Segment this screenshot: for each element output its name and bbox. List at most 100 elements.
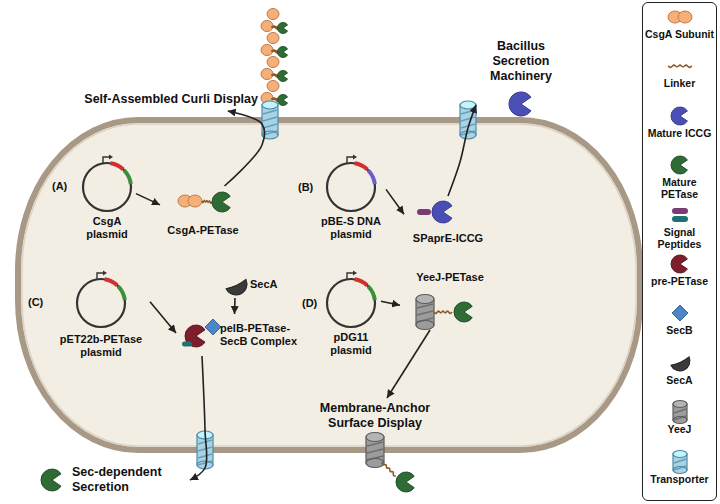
legend-text: Mature PETase: [645, 176, 715, 200]
curli-subunit: [267, 81, 279, 92]
enzyme-icon: [432, 201, 452, 223]
legend-sample: [645, 253, 715, 275]
flow-arrow: [136, 194, 160, 205]
transporter: [460, 101, 476, 139]
secretion-node: Bacillus Secretion Machinery: [476, 36, 566, 120]
panel-letter: (B): [298, 181, 313, 194]
seca-motor: [226, 279, 251, 298]
linker: [434, 311, 452, 313]
display-heading: Membrane-Anchor Surface Display: [317, 401, 433, 431]
panel-letter: (D): [302, 297, 317, 310]
part-label: pET22b-PETase plasmid: [54, 333, 148, 359]
enzyme-icon: [671, 255, 687, 273]
petase-icon: [277, 23, 287, 34]
seca-motor: [670, 357, 692, 375]
protein-node: YeeJ-PETase: [400, 268, 500, 330]
legend-sample: [645, 6, 715, 28]
enzyme-icon: [454, 302, 472, 322]
part-label: CsgA-PETase: [162, 224, 244, 237]
secretion-node: Sec-dependent Secretion: [30, 460, 190, 500]
enzyme-icon: [41, 469, 61, 491]
display-node: Membrane-Anchor Surface Display: [315, 398, 435, 498]
legend-sample: [645, 55, 715, 77]
curli-subunit: [267, 33, 279, 44]
legend-sample: [645, 451, 715, 473]
curli-subunit: [267, 9, 279, 20]
flow-arrow: [381, 301, 400, 305]
legend-text: CsgA Subunit: [645, 28, 715, 40]
legend-text: SecB: [645, 324, 715, 336]
inner-membrane: [22, 124, 636, 446]
secb-chaperone: [205, 319, 221, 335]
plasmid-ring: [77, 271, 127, 328]
legend-text: Mature ICCG: [645, 127, 715, 139]
panel-letter: (C): [28, 296, 43, 309]
flow-arrow: [190, 356, 207, 480]
secretion-heading: Sec-dependent Secretion: [72, 465, 188, 495]
protein-label: SPaprE-ICCG: [406, 232, 490, 245]
legend-text: Linker: [645, 77, 715, 89]
legend-sample: [645, 204, 715, 226]
csga-subunit: [178, 195, 202, 207]
legend-entry: SecA: [643, 352, 716, 386]
display-heading: Self-Assembled Curli Display: [47, 92, 258, 107]
petase-icon: [277, 47, 287, 58]
panel-letter: (A): [52, 180, 67, 193]
legend-entry: Linker: [643, 55, 716, 89]
legend-entry: SecB: [643, 302, 716, 336]
enzyme-icon: [671, 156, 687, 174]
petase-icon: [277, 95, 287, 106]
enzyme-icon: [396, 472, 414, 492]
legend-text: SecA: [645, 374, 715, 386]
flow-arrow: [386, 189, 404, 214]
protein-label: YeeJ-PETase: [402, 271, 498, 284]
protein-node: pelB-PETase-SecB Complex: [176, 314, 306, 356]
signal-peptide: [417, 209, 431, 215]
protein-node: SecA: [218, 270, 286, 298]
legend-panel: CsgA SubunitLinkerMature ICCG Mature PETa…: [642, 2, 717, 501]
plasmid-ring: [327, 155, 377, 212]
plasmid-node: CsgA plasmid: [78, 160, 136, 244]
part-label: CsgA plasmid: [80, 215, 134, 241]
yeej-barrel: [416, 295, 434, 330]
legend-entry: Mature PETase: [643, 154, 716, 200]
protein-node: SPaprE-ICCG: [404, 196, 492, 248]
display-node: Self-Assembled Curli Display: [45, 87, 260, 111]
flow-arrow: [448, 105, 476, 196]
legend-text: YeeJ: [645, 423, 715, 435]
flow-arrow: [234, 298, 236, 314]
plasmid-ring: [327, 271, 377, 328]
enzyme-icon: [212, 192, 230, 212]
transporter: [673, 450, 687, 473]
plasmid-ring: [83, 155, 133, 212]
part-label: pBE-S DNA plasmid: [318, 215, 384, 241]
legend-entry: Transporter: [643, 451, 716, 485]
plasmid-node: pDG11 plasmid: [321, 276, 381, 360]
flow-arrow: [387, 330, 430, 398]
legend-text: Signal Peptides: [645, 226, 715, 250]
plasmid-node: pET22b-PETase plasmid: [52, 276, 150, 362]
linker: [202, 200, 212, 203]
legend-sample: [645, 401, 715, 423]
legend-text: pre-PETase: [645, 275, 715, 287]
curli-subunit: [267, 57, 279, 68]
legend-entry: YeeJ: [643, 401, 716, 435]
csga-subunit: [668, 11, 692, 23]
plasmid-node: pBE-S DNA plasmid: [316, 160, 386, 244]
petase-icon: [277, 71, 287, 82]
protein-node: CsgA-PETase: [160, 186, 246, 240]
signal-peptide: [182, 342, 192, 347]
legend-sample: [645, 105, 715, 127]
part-label: pDG11 plasmid: [323, 331, 379, 357]
linker: [382, 462, 396, 476]
legend-entry: Mature ICCG: [643, 105, 716, 139]
legend-entry: Signal Peptides: [643, 204, 716, 250]
signal-peptide: [672, 208, 688, 214]
enzyme-icon: [509, 92, 531, 116]
legend-entry: pre-PETase: [643, 253, 716, 287]
yeej-barrel: [673, 401, 687, 424]
linker: [668, 66, 692, 68]
legend-entry: CsgA Subunit: [643, 6, 716, 40]
cell-membrane: [18, 120, 640, 450]
legend-text: Transporter: [645, 473, 715, 485]
